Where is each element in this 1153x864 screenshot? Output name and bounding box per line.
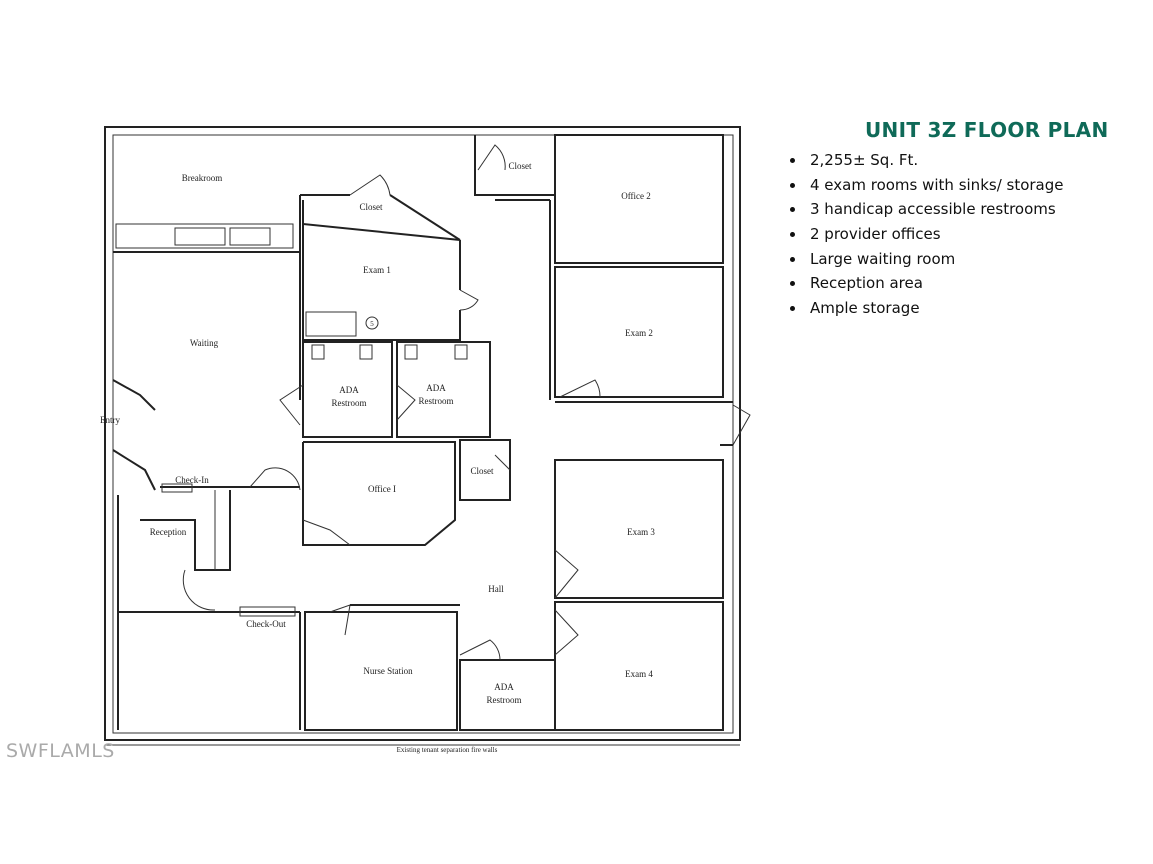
label-ada-3: ADA (494, 682, 514, 692)
page-title: UNIT 3Z FLOOR PLAN (865, 118, 1109, 142)
label-office-1: Office I (368, 484, 396, 494)
label-ada-3-restroom: Restroom (487, 695, 522, 705)
label-reception: Reception (150, 527, 187, 537)
label-closet-mid: Closet (470, 466, 494, 476)
watermark: SWFLAMLS (6, 740, 115, 762)
feature-item: Large waiting room (806, 247, 1109, 272)
label-nurse-station: Nurse Station (363, 666, 413, 676)
feature-item: 2 provider offices (806, 222, 1109, 247)
label-breakroom: Breakroom (182, 173, 223, 183)
label-exam-4: Exam 4 (625, 669, 653, 679)
label-ada-2-restroom: Restroom (419, 396, 454, 406)
feature-item: Reception area (806, 271, 1109, 296)
label-waiting: Waiting (190, 338, 219, 348)
walls (104, 126, 751, 746)
label-closet-top: Closet (508, 161, 532, 171)
feature-item: 4 exam rooms with sinks/ storage (806, 173, 1109, 198)
label-office-2: Office 2 (621, 191, 651, 201)
label-entry: Entry (100, 415, 120, 425)
label-exam-1: Exam 1 (363, 265, 391, 275)
room-labels: Breakroom Closet Office 2 Closet Exam 1 … (100, 161, 655, 754)
label-hall: Hall (488, 584, 504, 594)
feature-item: Ample storage (806, 296, 1109, 321)
label-ada-1: ADA (339, 385, 359, 395)
feature-item: 3 handicap accessible restrooms (806, 197, 1109, 222)
info-panel: UNIT 3Z FLOOR PLAN 2,255± Sq. Ft. 4 exam… (790, 118, 1109, 321)
label-exam-2: Exam 2 (625, 328, 653, 338)
label-check-in: Check-In (175, 475, 209, 485)
feature-item: 2,255± Sq. Ft. (806, 148, 1109, 173)
label-exam-3: Exam 3 (627, 527, 655, 537)
label-ada-2: ADA (426, 383, 446, 393)
footer-note: Existing tenant separation fire walls (397, 746, 498, 754)
exam1-marker: 5 (370, 320, 374, 328)
label-check-out: Check-Out (246, 619, 286, 629)
feature-list: 2,255± Sq. Ft. 4 exam rooms with sinks/ … (790, 148, 1109, 321)
label-closet-exam1: Closet (359, 202, 383, 212)
label-ada-1-restroom: Restroom (332, 398, 367, 408)
